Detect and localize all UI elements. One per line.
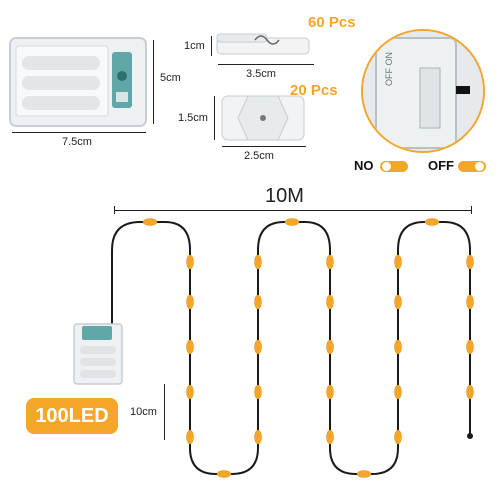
switch-no-label: NO [354, 158, 374, 173]
on-toggle-knob [382, 162, 391, 171]
length-tick-left [114, 206, 115, 214]
led-count-badge: 100LED [26, 398, 118, 434]
clip-image [216, 33, 310, 55]
hook-width-line [222, 146, 306, 147]
battery-width-line [12, 132, 146, 133]
battery-height-label: 5cm [160, 72, 181, 84]
battery-height-line [153, 40, 154, 124]
hook-quantity-label: 20 Pcs [290, 82, 338, 99]
battery-box-image [9, 37, 147, 127]
spacing-label: 10cm [130, 406, 157, 418]
off-toggle [458, 161, 486, 172]
clip-width-line [218, 64, 314, 65]
length-label: 10M [265, 185, 304, 207]
switch-off-label: OFF [428, 158, 454, 173]
switch-closeup-image [361, 29, 485, 153]
small-battery-box-image [73, 323, 123, 385]
hook-image [221, 95, 305, 141]
clip-width-label: 3.5cm [246, 68, 276, 80]
spacing-line [164, 384, 165, 440]
length-tick-right [471, 206, 472, 214]
on-toggle [380, 161, 408, 172]
clip-quantity-label: 60 Pcs [308, 14, 356, 31]
off-toggle-knob [475, 162, 484, 171]
clip-height-label: 1cm [184, 40, 205, 52]
clip-height-line [211, 36, 212, 56]
hook-height-label: 1.5cm [178, 112, 208, 124]
hook-height-line [214, 96, 215, 140]
length-line [114, 210, 472, 211]
hook-width-label: 2.5cm [244, 150, 274, 162]
battery-width-label: 7.5cm [62, 136, 92, 148]
